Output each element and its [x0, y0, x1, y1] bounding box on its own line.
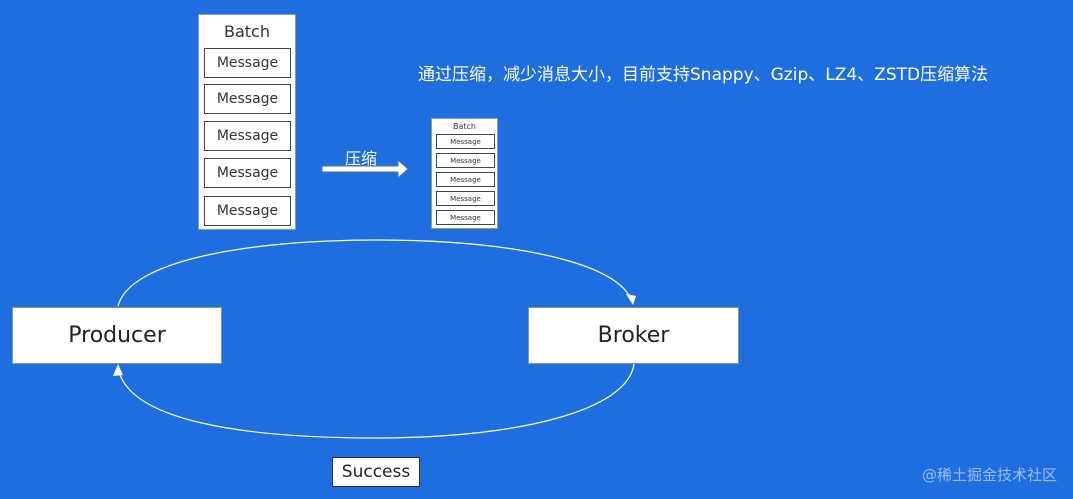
message-box: Message — [204, 158, 291, 188]
message-box: Message — [436, 210, 495, 225]
success-label: Success — [341, 462, 411, 482]
batch-title: Batch — [224, 22, 270, 41]
send-arrowhead — [626, 294, 636, 305]
producer-label: Producer — [68, 323, 166, 348]
batch-uncompressed: Batch Message Message Message Message Me… — [198, 14, 296, 230]
compress-arrow — [321, 158, 409, 180]
message-box: Message — [436, 134, 495, 149]
message-box: Message — [204, 196, 291, 226]
message-box: Message — [436, 172, 495, 187]
message-box: Message — [204, 84, 291, 114]
batch-compressed: Batch Message Message Message Message Me… — [431, 118, 498, 229]
ack-arc — [117, 363, 635, 439]
compression-headline: 通过压缩，减少消息大小，目前支持Snappy、Gzip、LZ4、ZSTD压缩算法 — [418, 65, 989, 85]
message-box: Message — [204, 48, 291, 78]
broker-box: Broker — [528, 307, 739, 364]
compress-label: 压缩 — [345, 149, 378, 168]
success-box: Success — [332, 457, 420, 487]
ack-arrowhead — [113, 364, 123, 376]
message-box: Message — [436, 191, 495, 206]
message-box: Message — [436, 153, 495, 168]
broker-label: Broker — [597, 323, 670, 348]
producer-box: Producer — [12, 307, 222, 364]
watermark: @稀土掘金技术社区 — [921, 466, 1057, 484]
batch-title: Batch — [453, 122, 476, 131]
message-box: Message — [204, 121, 291, 151]
send-arc — [117, 239, 633, 307]
